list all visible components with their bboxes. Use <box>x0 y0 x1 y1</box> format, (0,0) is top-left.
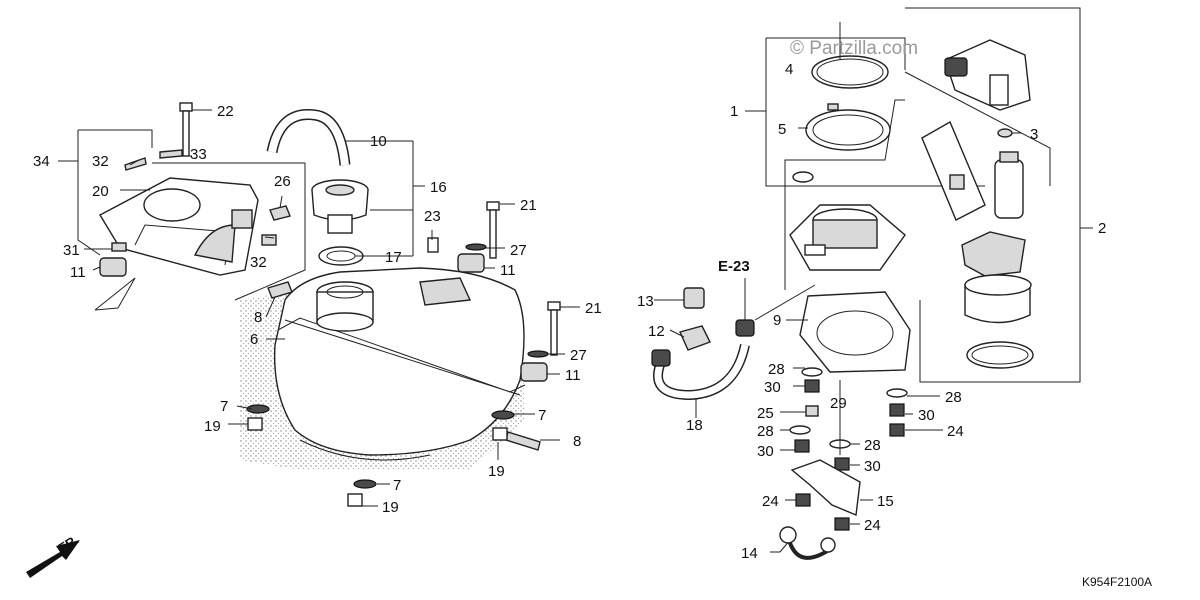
callout-28: 28 <box>768 361 785 378</box>
callout-6: 6 <box>250 331 258 348</box>
pump-gasket <box>799 291 911 373</box>
callout-34: 34 <box>33 153 50 170</box>
callout-20: 20 <box>92 183 109 200</box>
callout-8: 8 <box>254 309 262 326</box>
callout-27: 27 <box>510 242 527 259</box>
callout-32: 32 <box>92 153 109 170</box>
rubber-cushion <box>99 253 548 382</box>
callout-32b: 32 <box>250 254 267 271</box>
callout-17: 17 <box>385 249 402 266</box>
pump-unit-base[interactable] <box>789 204 906 271</box>
callout-23: 23 <box>424 208 441 225</box>
stay-bracket <box>790 459 861 517</box>
callout-9: 9 <box>773 312 781 329</box>
tank-cover[interactable] <box>99 177 259 276</box>
callout-30c: 30 <box>864 458 881 475</box>
callout-8b: 8 <box>573 433 581 450</box>
breather-hose <box>266 108 351 166</box>
pump-connector <box>944 39 1031 111</box>
pump-strainer-housing <box>961 231 1034 369</box>
callout-2: 2 <box>1098 220 1106 237</box>
callout-24: 24 <box>762 493 779 510</box>
right-leader-lines <box>780 22 943 525</box>
callout-28b: 28 <box>757 423 774 440</box>
tether-strap <box>779 526 836 560</box>
callout-30b: 30 <box>757 443 774 460</box>
o-ring <box>811 55 889 89</box>
callout-30: 30 <box>764 379 781 396</box>
callout-11b: 11 <box>500 262 516 279</box>
hardware-stack <box>789 367 908 531</box>
front-direction-arrow: FR. <box>26 532 81 578</box>
diagram-code: K954F2100A <box>1082 575 1152 589</box>
callout-19c: 19 <box>382 499 399 516</box>
hose-clip <box>679 287 711 351</box>
callout-22: 22 <box>217 103 234 120</box>
reference-e23: E-23 <box>718 258 750 275</box>
fuel-pump-motor <box>994 151 1024 219</box>
callout-11: 11 <box>70 264 86 281</box>
callout-18: 18 <box>686 417 703 434</box>
small-fasteners <box>111 149 541 451</box>
washers <box>465 243 549 358</box>
callout-30d: 30 <box>918 407 935 424</box>
fuel-hose[interactable] <box>651 319 755 401</box>
callout-28c: 28 <box>864 437 881 454</box>
callout-16: 16 <box>430 179 447 196</box>
callout-25: 25 <box>757 405 774 422</box>
middle-leader-lines <box>654 278 816 553</box>
callout-labels: 22 32 33 34 20 26 31 32 11 10 16 23 17 2… <box>33 61 1106 562</box>
pump-group-frame <box>745 7 1093 383</box>
callout-13: 13 <box>637 293 654 310</box>
callout-11c: 11 <box>565 367 581 384</box>
callout-19: 19 <box>204 418 221 435</box>
callout-24c: 24 <box>947 423 964 440</box>
callout-12: 12 <box>648 323 665 340</box>
callout-3: 3 <box>1030 126 1038 143</box>
callout-31: 31 <box>63 242 80 259</box>
callout-7: 7 <box>220 398 228 415</box>
callout-19b: 19 <box>488 463 505 480</box>
retainer-ring <box>805 103 891 151</box>
callout-1: 1 <box>730 103 738 120</box>
callout-10: 10 <box>370 133 387 150</box>
callout-5: 5 <box>778 121 786 138</box>
callout-14: 14 <box>741 545 758 562</box>
left-leader-lines <box>58 109 580 507</box>
tank-mount-bracket <box>419 277 472 306</box>
callout-21b: 21 <box>585 300 602 317</box>
watermark: © Partzilla.com <box>790 38 918 59</box>
front-direction-label: FR. <box>56 532 82 556</box>
callout-7c: 7 <box>393 477 401 494</box>
pump-seal <box>792 171 814 183</box>
tank-filler-neck <box>316 281 374 332</box>
grommets <box>246 404 515 507</box>
callout-28d: 28 <box>945 389 962 406</box>
callout-24b: 24 <box>864 517 881 534</box>
bolt <box>179 102 561 356</box>
callout-33: 33 <box>190 146 207 163</box>
pump-filter <box>921 121 986 221</box>
pump-washer <box>997 128 1013 138</box>
callout-27b: 27 <box>570 347 587 364</box>
callout-29: 29 <box>830 395 847 412</box>
fuel-cap[interactable] <box>311 179 369 234</box>
callout-15: 15 <box>877 493 894 510</box>
callout-7b: 7 <box>538 407 546 424</box>
callout-21: 21 <box>520 197 537 214</box>
callout-4: 4 <box>785 61 793 78</box>
callout-26: 26 <box>274 173 291 190</box>
